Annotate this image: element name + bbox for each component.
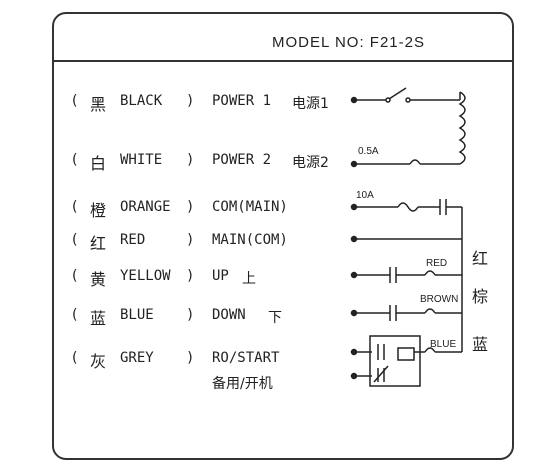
terminal-dot: [350, 348, 358, 356]
row-close-paren: ): [186, 232, 195, 248]
bus-label: 棕: [472, 287, 488, 306]
relay-down-label: BROWN: [420, 294, 458, 305]
row-function: COM(MAIN): [212, 199, 288, 215]
bus-label: 红: [472, 249, 488, 268]
fuse-symbol: [409, 159, 421, 165]
row-wire-color-zh: 蓝: [90, 309, 107, 328]
row-function-zh: 上: [242, 271, 256, 287]
fuse-rating-label: 0.5A: [358, 146, 379, 157]
row-wire-color-en: ORANGE: [120, 199, 171, 215]
row-wire-color-zh: 红: [90, 234, 107, 253]
row-wire-color-zh: 灰: [90, 352, 107, 371]
row-close-paren: ): [186, 268, 195, 284]
row-wire-color-zh: 黑: [90, 95, 107, 114]
row-function-zh: 备用/开机: [212, 376, 273, 392]
relay-box: [369, 335, 421, 387]
coil-symbol: [424, 347, 436, 353]
row-wire-color-zh: 白: [90, 154, 107, 173]
row-function: POWER 2: [212, 152, 272, 168]
terminal-dot: [350, 309, 358, 317]
terminal-dot: [350, 271, 358, 279]
switch-blade: [388, 87, 407, 100]
row-open-paren: (: [72, 152, 78, 168]
row-function-zh: 电源1: [292, 96, 329, 112]
row-close-paren: ): [186, 307, 195, 323]
row-function: DOWN: [212, 307, 246, 323]
row-open-paren: (: [72, 93, 78, 109]
row-function-zh: 电源2: [292, 155, 329, 171]
contact-slash: [373, 365, 389, 383]
terminal-dot: [350, 160, 358, 168]
wiring-panel: [52, 12, 514, 460]
row-close-paren: ): [186, 199, 195, 215]
row-close-paren: ): [186, 152, 195, 168]
bus-label: 蓝: [472, 335, 488, 354]
row-function: POWER 1: [212, 93, 272, 109]
row-close-paren: ): [186, 350, 195, 366]
terminal-dot: [350, 96, 358, 104]
row-function: MAIN(COM): [212, 232, 288, 248]
row-wire-color-en: BLACK: [120, 93, 163, 109]
row-close-paren: ): [186, 93, 195, 109]
terminal-dot: [350, 372, 358, 380]
row-open-paren: (: [72, 350, 78, 366]
switch-contact: [405, 97, 411, 103]
row-open-paren: (: [72, 268, 78, 284]
relay-start-label: BLUE: [430, 339, 456, 350]
row-open-paren: (: [72, 199, 78, 215]
row-wire-color-zh: 橙: [90, 201, 107, 220]
model-number: MODEL NO: F21-2S: [272, 34, 425, 51]
coil-symbol: [424, 308, 436, 314]
row-wire-color-en: RED: [120, 232, 146, 248]
relay-up-label: RED: [426, 258, 447, 269]
row-wire-color-zh: 黄: [90, 270, 107, 289]
transformer-coil: [458, 91, 466, 165]
row-function-zh: 下: [268, 310, 282, 326]
row-wire-color-en: WHITE: [120, 152, 163, 168]
row-open-paren: (: [72, 232, 78, 248]
fuse-symbol: [397, 202, 419, 212]
coil-symbol: [424, 270, 436, 276]
row-wire-color-en: BLUE: [120, 307, 154, 323]
relay-coil-box: [397, 347, 415, 361]
fuse-rating-label: 10A: [356, 190, 374, 201]
terminal-dot: [350, 203, 358, 211]
row-wire-color-en: GREY: [120, 350, 154, 366]
row-function: RO/START: [212, 350, 280, 366]
row-function: UP: [212, 268, 229, 284]
header-divider: [54, 60, 512, 62]
terminal-dot: [350, 235, 358, 243]
row-open-paren: (: [72, 307, 78, 323]
row-wire-color-en: YELLOW: [120, 268, 171, 284]
